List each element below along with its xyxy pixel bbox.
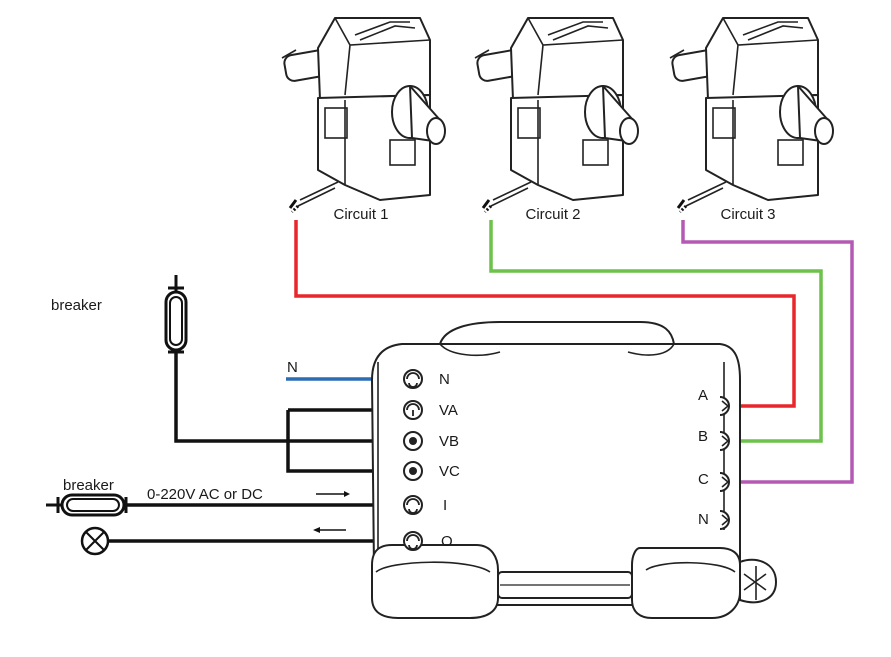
terminal-label-vb: VB — [439, 433, 459, 450]
breaker-bottom-label: breaker — [63, 477, 114, 494]
screw-icon — [403, 461, 423, 481]
terminal-label-b: B — [698, 428, 708, 445]
ct-clamp-1 — [281, 17, 446, 214]
left-terminal-screws — [403, 369, 423, 551]
power-meter-module — [370, 321, 778, 619]
screw-icon — [403, 431, 423, 451]
circuit-2-label: Circuit 2 — [525, 206, 580, 223]
neutral-wire-label: N — [287, 359, 298, 376]
circuit-1-label: Circuit 1 — [333, 206, 388, 223]
signal-out-arrow-icon — [313, 527, 346, 533]
terminal-label-n-right: N — [698, 511, 709, 528]
screw-icon — [719, 396, 730, 416]
signal-in-arrow-icon — [316, 491, 350, 497]
terminal-label-i: I — [443, 497, 447, 514]
ct-clamp-3 — [669, 17, 834, 214]
breaker-top-label: breaker — [51, 297, 102, 314]
screw-icon — [719, 510, 730, 530]
screw-icon — [403, 369, 423, 389]
screw-icon — [403, 400, 423, 420]
terminal-label-vc: VC — [439, 463, 460, 480]
black-wiring — [108, 350, 375, 543]
breaker-top-icon — [164, 275, 188, 354]
signal-label: 0-220V AC or DC — [147, 486, 263, 503]
terminal-label-n: N — [439, 371, 450, 388]
ct-clamp-2 — [474, 17, 639, 214]
circuit-2-wire — [489, 220, 823, 443]
screw-icon — [403, 531, 423, 551]
terminal-label-a: A — [698, 387, 708, 404]
terminal-label-va: VA — [439, 402, 458, 419]
circuit-3-label: Circuit 3 — [720, 206, 775, 223]
screw-icon — [719, 431, 730, 451]
right-terminal-screws — [719, 396, 730, 530]
breaker-bottom-icon — [46, 493, 128, 517]
circuit-3-wire — [681, 220, 854, 484]
screw-icon — [719, 472, 730, 492]
terminal-label-o: O — [441, 533, 453, 550]
screw-icon — [403, 495, 423, 515]
circuit-1-wire — [294, 220, 796, 408]
lamp-icon — [80, 526, 110, 556]
terminal-label-c: C — [698, 471, 709, 488]
